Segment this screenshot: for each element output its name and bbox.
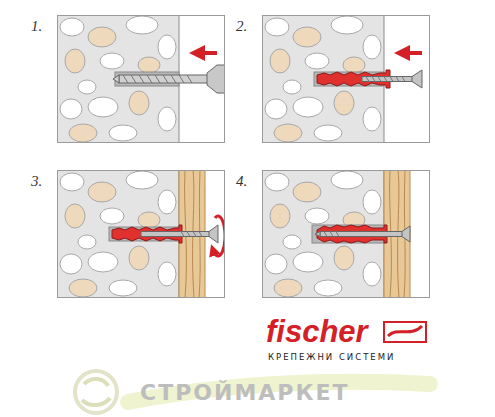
direction-arrow xyxy=(197,51,217,55)
screw-shank xyxy=(141,232,211,237)
step-number: 4. xyxy=(236,173,247,190)
direction-arrow xyxy=(402,51,422,55)
screw-step xyxy=(57,170,225,298)
brand-icon xyxy=(384,322,426,342)
drill-flute xyxy=(123,75,192,83)
screw-shank xyxy=(320,232,404,237)
screw-thread xyxy=(324,232,339,237)
step-panel: 1. xyxy=(57,15,225,143)
wall-section xyxy=(262,15,430,143)
step-number: 1. xyxy=(31,18,42,35)
brand-icon xyxy=(384,322,426,342)
drill-chuck xyxy=(207,65,225,93)
step-panel: 4. xyxy=(262,170,430,298)
wall-section xyxy=(57,15,225,143)
screw-tip xyxy=(315,232,320,237)
wall-section xyxy=(57,170,225,298)
screw-head xyxy=(402,226,410,242)
brand-icon xyxy=(388,326,422,336)
drill-step xyxy=(57,15,225,143)
screw-head xyxy=(209,225,218,243)
screw-head xyxy=(412,70,422,88)
fixed-step xyxy=(262,170,430,298)
step-panel: 2. xyxy=(262,15,430,143)
brand-name: fischer xyxy=(266,314,368,350)
step-number: 3. xyxy=(31,173,42,190)
watermark-logo xyxy=(75,371,117,413)
screw-thread xyxy=(181,232,202,237)
watermark-logo xyxy=(75,371,430,413)
drill-tip xyxy=(113,75,119,83)
screw-thread xyxy=(366,77,405,82)
watermark-text: СТРОЙМАРКЕТ xyxy=(140,380,349,405)
screw-shank xyxy=(362,77,414,82)
step-number: 2. xyxy=(236,18,247,35)
brand-tagline: КРЕПЕЖНИ СИСТЕМИ xyxy=(268,352,395,362)
drill-bit xyxy=(119,75,209,83)
insert-step xyxy=(262,15,430,143)
rotation-arrow xyxy=(213,216,225,256)
step-panel: 3. xyxy=(57,170,225,298)
watermark-logo xyxy=(82,379,110,405)
wall-section xyxy=(262,170,430,298)
